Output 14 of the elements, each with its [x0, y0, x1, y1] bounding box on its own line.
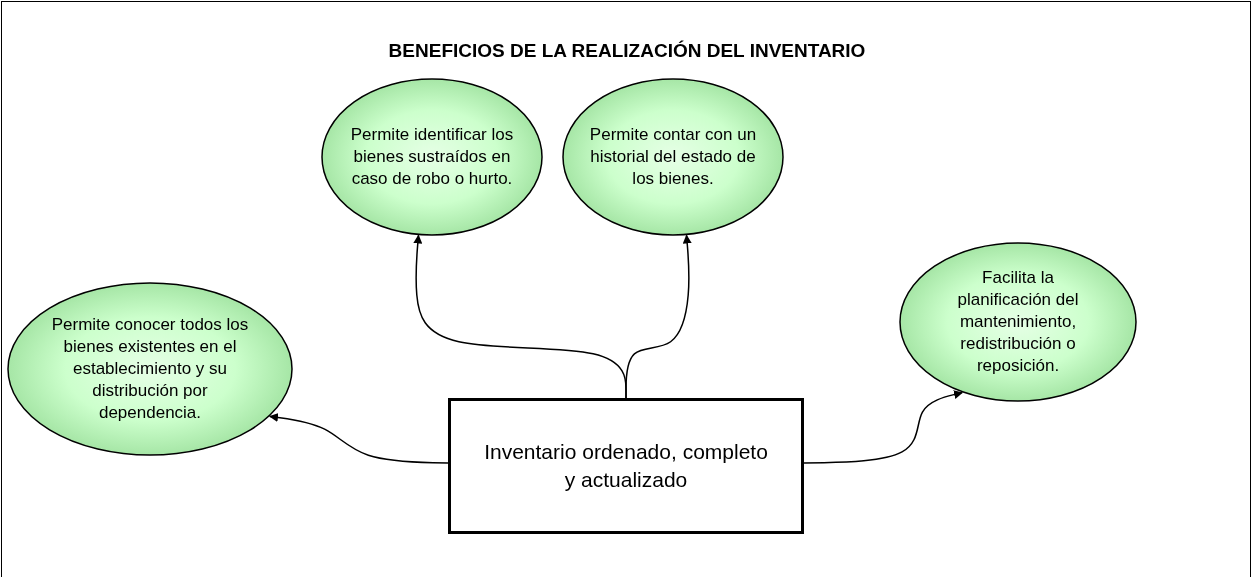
arrow [803, 390, 963, 464]
diagram-title: BENEFICIOS DE LA REALIZACIÓN DEL INVENTARIO [388, 40, 866, 61]
benefit-ellipse [321, 78, 543, 236]
node-text: Permite conocer todos los bienes existentes en el establecimiento y su distribución por dependencia. [50, 314, 250, 424]
arrow [625, 234, 692, 399]
arrow [269, 413, 449, 464]
benefit-ellipse [562, 78, 784, 236]
benefit-ellipse [899, 242, 1137, 402]
process-box [448, 398, 804, 534]
node-text: Permite identificar los bienes sustraídos en caso de robo o hurto. [349, 124, 515, 190]
benefit-ellipse [7, 282, 293, 456]
node-text: Inventario ordenado, completo y actualizado [483, 439, 769, 493]
node-text: Facilita la planificación del mantenimiento, redistribución o reposición. [956, 267, 1080, 377]
node-text: Permite contar con un historial del estado de los bienes. [588, 124, 758, 190]
